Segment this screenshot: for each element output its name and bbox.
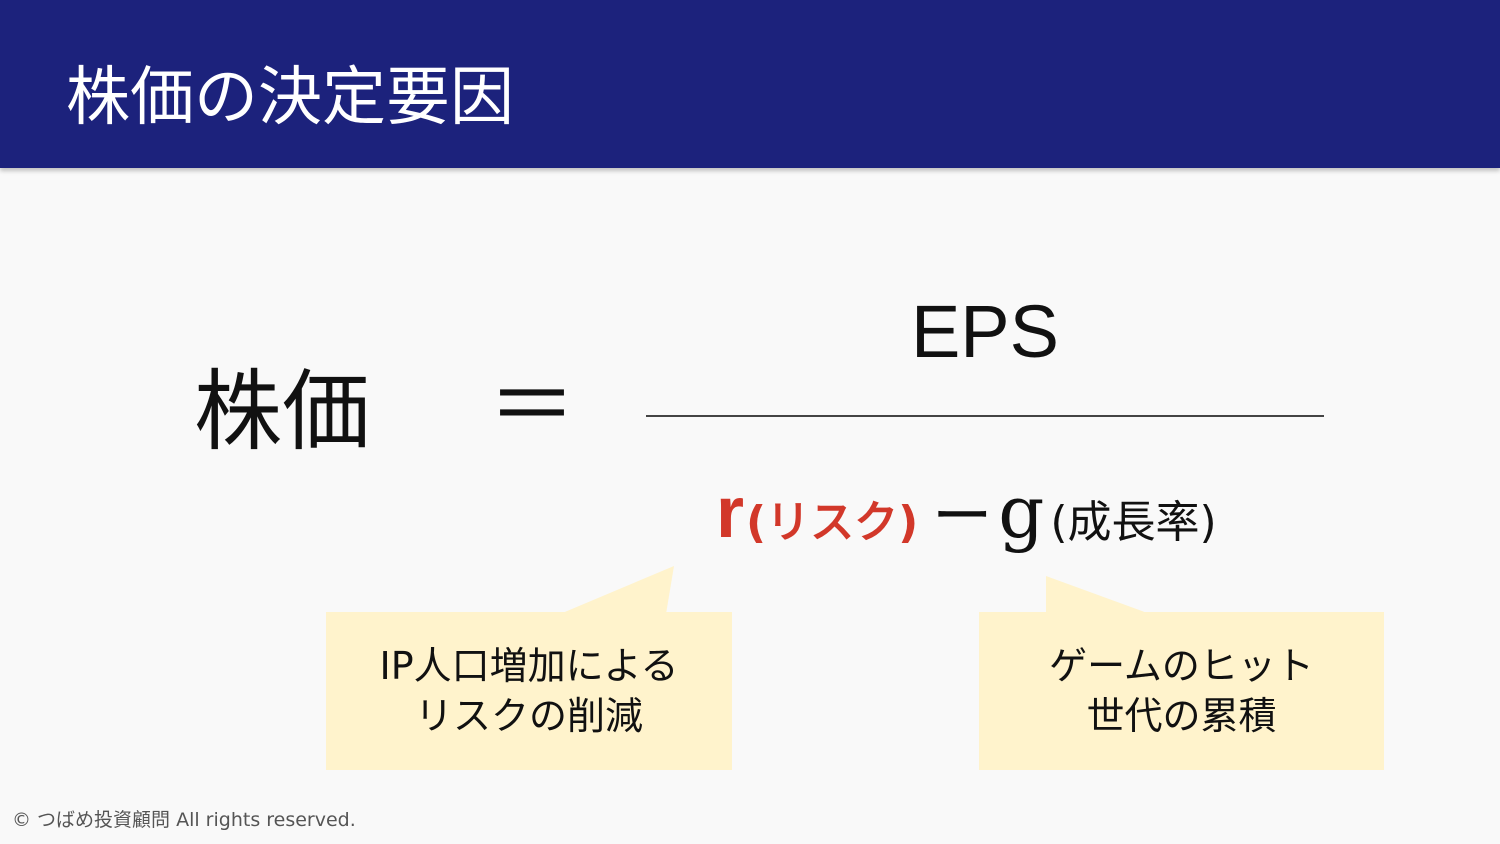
callout-pointer-left [560, 566, 674, 614]
slide-title: 株価の決定要因 [66, 61, 514, 135]
growth-label: (成長率) [1050, 497, 1217, 548]
formula-numerator: EPS [910, 290, 1060, 373]
formula-equals-sign: ＝ [488, 354, 577, 457]
callout-text-line: ゲームのヒット [1049, 644, 1314, 688]
risk-label: (リスク) [746, 497, 919, 548]
callout-text-line: IP人口増加による [379, 644, 679, 688]
callout-pointer-right [1046, 576, 1150, 614]
formula-lhs: 株価 [194, 360, 371, 463]
callout-text-line: 世代の累積 [1086, 694, 1277, 738]
fraction-bar [646, 415, 1324, 417]
formula-denominator: r (リスク) ー g (成長率) [716, 468, 1217, 558]
callout-growth-factor: ゲームのヒット 世代の累積 [979, 612, 1384, 770]
callout-text-line: リスクの削減 [414, 694, 643, 738]
slide-header: 株価の決定要因 [0, 0, 1500, 168]
minus-sign: ー [932, 482, 993, 552]
callout-risk-reduction: IP人口増加による リスクの削減 [326, 612, 732, 770]
growth-variable: g [998, 470, 1045, 554]
copyright-footer: © つばめ投資顧問 All rights reserved. [12, 809, 356, 831]
risk-variable: r [716, 473, 745, 553]
